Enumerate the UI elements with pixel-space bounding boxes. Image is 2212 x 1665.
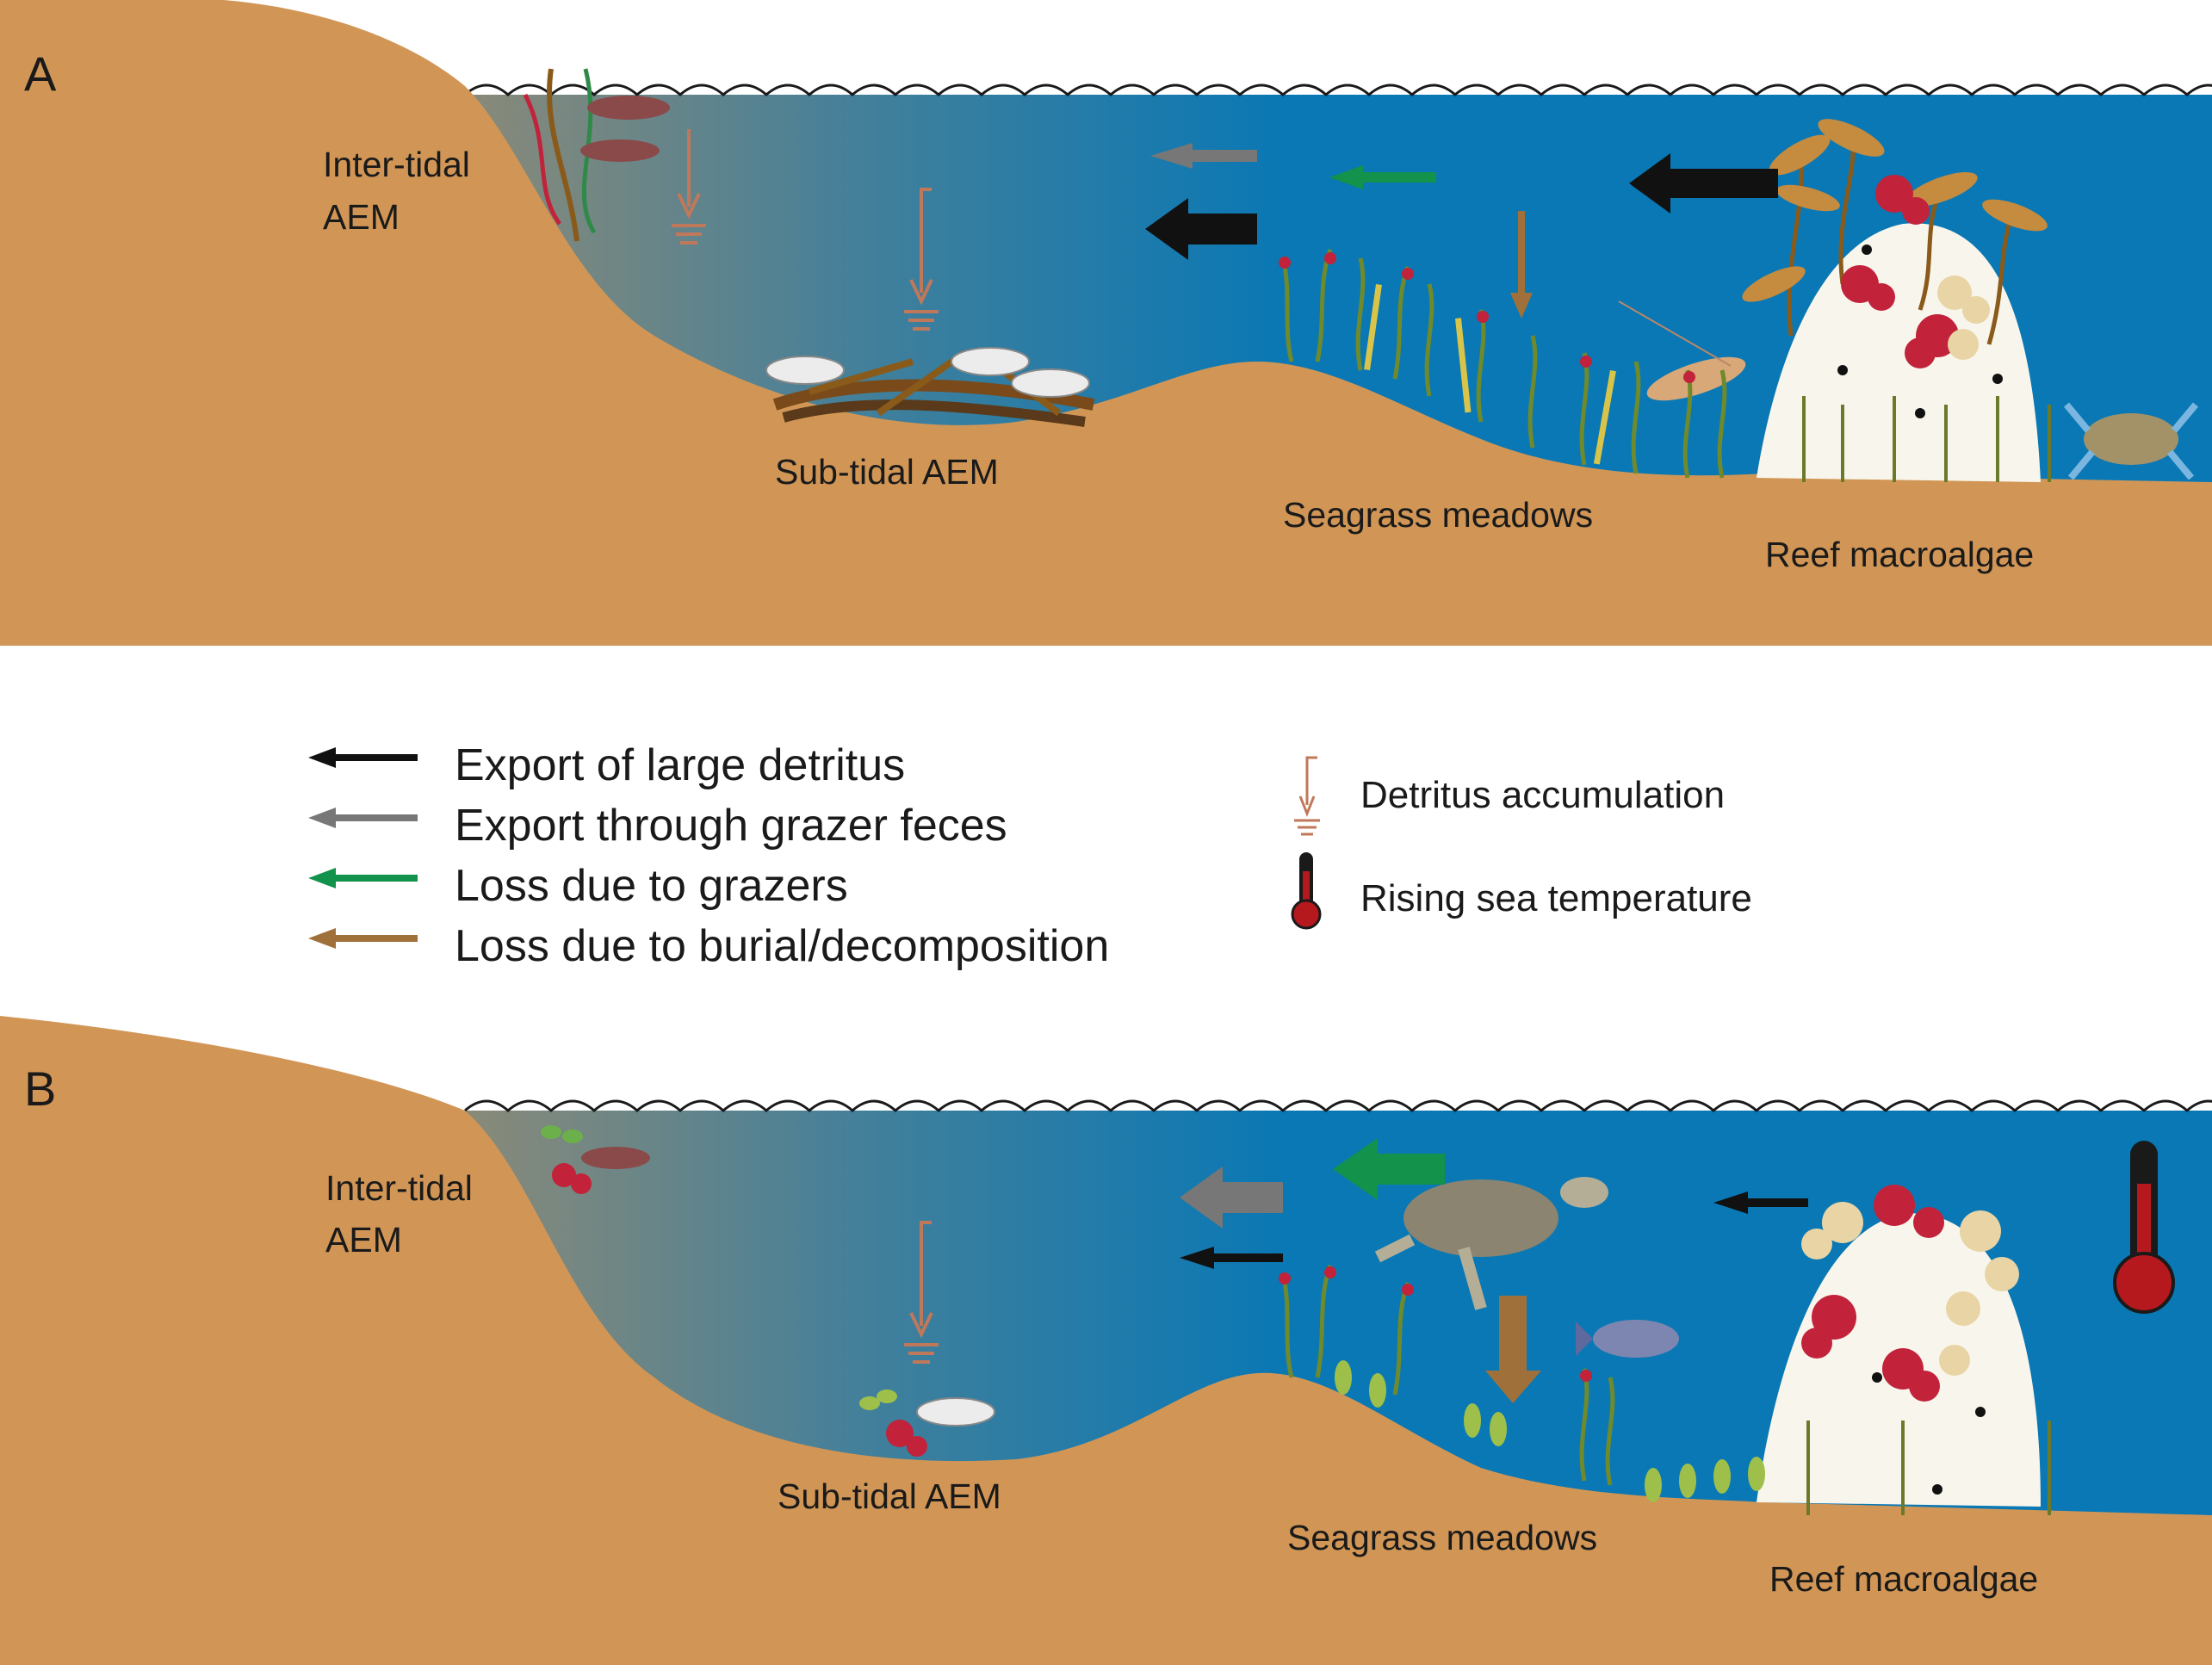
arrow-feces-b xyxy=(1180,1167,1283,1229)
svg-text:Detritus accumulation: Detritus accumulation xyxy=(1360,774,1725,816)
legend-item-temperature: Rising sea temperature xyxy=(1291,852,1752,930)
accumulation-marker-a2 xyxy=(904,188,939,331)
fish-icon xyxy=(951,347,1030,376)
panel-b-intertidal-label: Inter-tidal xyxy=(325,1168,473,1208)
panel-b-letter: B xyxy=(24,1062,56,1116)
thermometer-icon xyxy=(2113,1141,2175,1314)
panel-a-subtidal-label: Sub-tidal AEM xyxy=(775,452,999,492)
reef-red-algae xyxy=(1841,175,1959,368)
thermometer-icon xyxy=(1291,852,1322,930)
panel-b-intertidal-label-2: AEM xyxy=(325,1220,402,1260)
panel-a-intertidal-label: Inter-tidal xyxy=(323,145,470,184)
subtidal-aem-b xyxy=(859,1390,995,1457)
detritus-accumulation-icon xyxy=(1294,756,1320,836)
seagrass-blades-a xyxy=(1364,283,1616,465)
reef-small-algae-b xyxy=(1806,1421,2051,1515)
panel-a-wave-line xyxy=(464,84,2212,96)
panel-b-reef-label: Reef macroalgae xyxy=(1769,1559,2038,1599)
arrow-large-detritus-b1 xyxy=(1713,1191,1808,1214)
legend: Export of large detritus Export through … xyxy=(308,740,1752,971)
panel-b-wave-line xyxy=(464,1099,2212,1112)
svg-text:Export through grazer feces: Export through grazer feces xyxy=(455,801,1007,851)
svg-text:Rising sea temperature: Rising sea temperature xyxy=(1360,877,1752,919)
arrow-grazers-a xyxy=(1329,165,1436,189)
fish-icon xyxy=(1576,1320,1679,1358)
intertidal-aem-a xyxy=(523,68,670,242)
svg-text:Export of large detritus: Export of large detritus xyxy=(455,740,905,790)
legend-item-loss-burial: Loss due to burial/decomposition xyxy=(308,921,1109,971)
svg-text:Loss due to burial/decompositi: Loss due to burial/decomposition xyxy=(455,921,1109,971)
accumulation-marker-a1 xyxy=(672,129,706,244)
arrow-large-detritus-a1 xyxy=(1629,153,1778,214)
arrow-feces-a xyxy=(1150,143,1257,169)
panel-b: B Inter-tidal AEM Sub-tidal AEM Seagrass… xyxy=(0,1016,2212,1665)
svg-text:Loss due to grazers: Loss due to grazers xyxy=(455,861,848,911)
turtle-icon xyxy=(1374,1177,1608,1310)
arrow-large-detritus-b2 xyxy=(1180,1247,1283,1269)
legend-item-export-feces: Export through grazer feces xyxy=(308,801,1007,851)
fish-icon xyxy=(1011,368,1090,398)
legend-item-loss-grazers: Loss due to grazers xyxy=(308,861,848,911)
panel-b-seagrass-label: Seagrass meadows xyxy=(1287,1518,1597,1557)
fish-icon xyxy=(916,1397,995,1427)
fish-icon xyxy=(587,96,670,120)
reef-coralline-algae-b xyxy=(1801,1202,2019,1376)
panel-a: A Inter-tidal AEM Sub-tidal AEM Seagrass… xyxy=(0,0,2212,646)
seagrass-epiphytes-a xyxy=(1279,252,1695,383)
accumulation-marker-b xyxy=(904,1221,939,1364)
seagrass-epiphytes-b xyxy=(1279,1266,1592,1382)
lobster-icon xyxy=(1618,300,1746,401)
panel-b-subtidal-label: Sub-tidal AEM xyxy=(778,1476,1001,1516)
intertidal-aem-b xyxy=(541,1125,650,1194)
crab-icon xyxy=(2063,402,2199,480)
seagrass-blades-b xyxy=(1335,1360,1765,1502)
reef-kelp-blades xyxy=(1742,119,2048,302)
panel-a-sand xyxy=(0,0,2212,646)
fish-icon xyxy=(581,1147,650,1169)
panel-a-reef-label: Reef macroalgae xyxy=(1765,535,2034,574)
arrow-burial-a xyxy=(1510,211,1533,319)
arrow-grazers-b xyxy=(1333,1138,1445,1200)
legend-item-export-large: Export of large detritus xyxy=(308,740,905,790)
panel-a-intertidal-label-2: AEM xyxy=(323,197,400,237)
reef-small-algae xyxy=(1802,396,2051,482)
panel-b-sand xyxy=(0,1016,2212,1665)
panel-a-letter: A xyxy=(24,46,57,101)
reef-coralline-algae xyxy=(1937,275,1990,360)
fish-icon xyxy=(765,356,845,385)
arrow-burial-b xyxy=(1485,1296,1541,1403)
panel-a-seagrass-label: Seagrass meadows xyxy=(1283,495,1593,535)
fish-icon xyxy=(580,139,660,162)
reef-red-algae-b xyxy=(1801,1185,1944,1402)
subtidal-aem-a xyxy=(765,347,1095,427)
legend-item-accumulation: Detritus accumulation xyxy=(1294,756,1725,836)
arrow-large-detritus-a2 xyxy=(1145,198,1257,260)
